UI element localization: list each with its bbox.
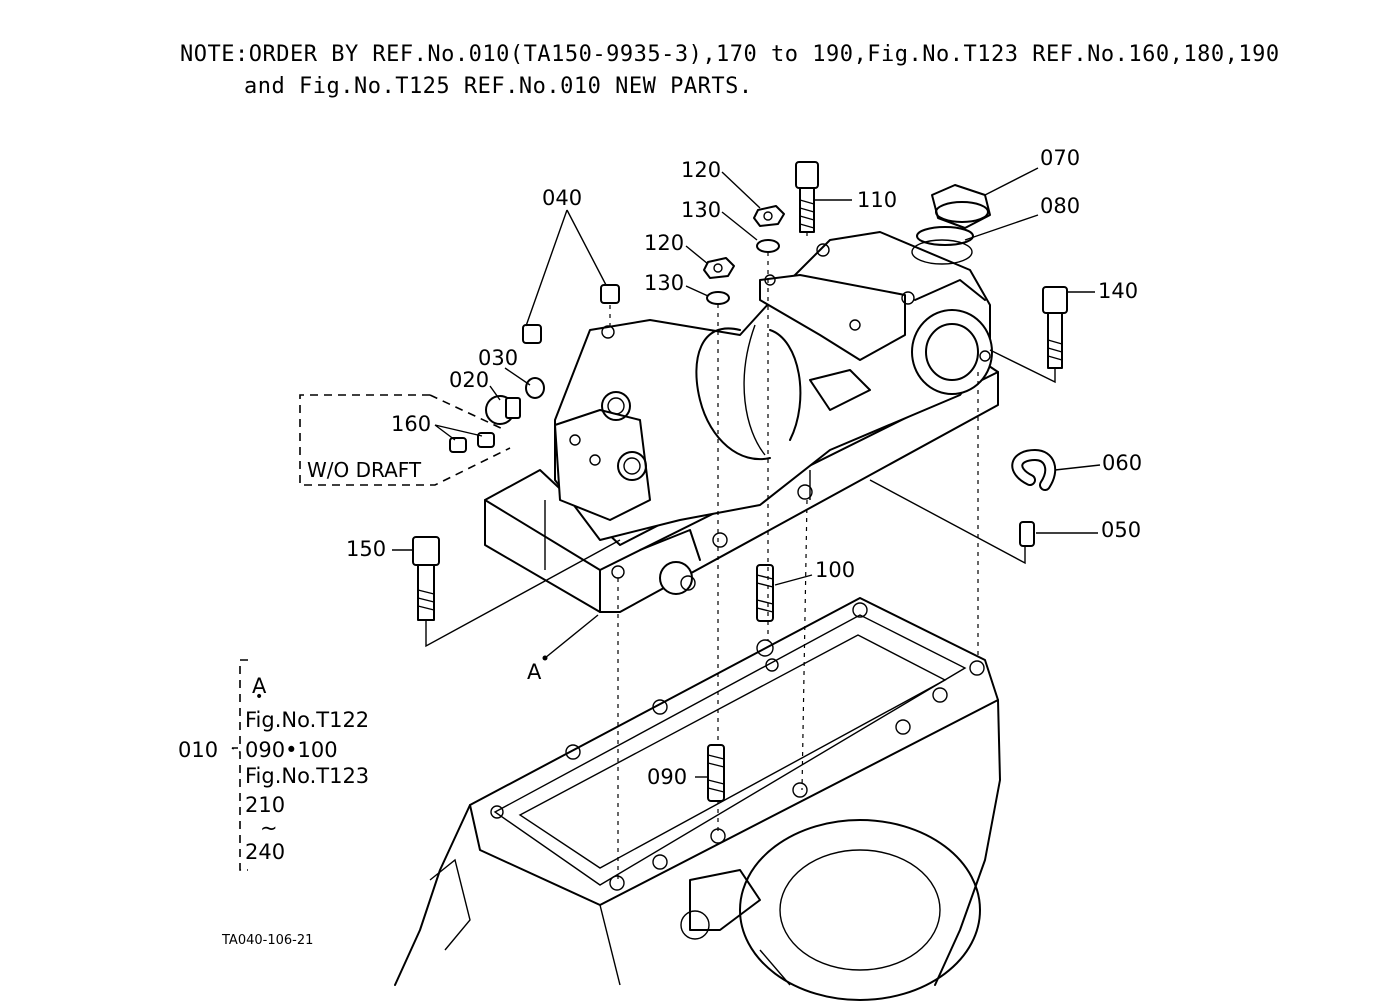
nut-120-a [753, 205, 785, 227]
plug-020 [485, 395, 521, 425]
callout-120-upper: 120 [681, 158, 722, 182]
callout-110: 110 [857, 188, 898, 212]
assembly-item: ~ [260, 816, 278, 840]
bolt-140 [1042, 286, 1068, 369]
callout-130-lower: 130 [644, 271, 685, 295]
callout-090: 090 [647, 765, 688, 789]
nut-120-b [703, 257, 735, 279]
callout-080: 080 [1040, 194, 1081, 218]
callout-100: 100 [815, 558, 856, 582]
callout-030: 030 [478, 346, 519, 370]
transmission-case [394, 597, 1001, 1001]
assembly-ref: 010 [178, 738, 219, 762]
assembly-brace [231, 659, 248, 871]
assembly-item: • [255, 689, 264, 705]
assembly-item: 210 [245, 793, 286, 817]
order-note-line-1: NOTE:ORDER BY REF.No.010(TA150-9935-3),1… [180, 42, 1280, 67]
assembly-item: 240 [245, 840, 286, 864]
callout-050: 050 [1101, 518, 1142, 542]
filler-cap-070 [931, 184, 991, 229]
washer-030 [525, 377, 545, 399]
callout-130-upper: 130 [681, 198, 722, 222]
assembly-item: 090•100 [245, 738, 338, 762]
callout-A: A [527, 660, 542, 684]
plug-040 [522, 284, 620, 344]
cylinder-case [484, 231, 999, 613]
bolt-110 [795, 161, 819, 233]
bolt-150 [412, 536, 440, 621]
callout-070: 070 [1040, 146, 1081, 170]
stud-090 [707, 744, 725, 802]
plug-160 [449, 432, 495, 453]
callout-140: 140 [1098, 279, 1139, 303]
callout-060: 060 [1102, 451, 1143, 475]
assembly-item: Fig.No.T122 [245, 708, 370, 732]
callout-040: 040 [542, 186, 583, 210]
callout-150: 150 [346, 537, 387, 561]
order-note-line-2: and Fig.No.T125 REF.No.010 NEW PARTS. [244, 74, 753, 99]
callout-020: 020 [449, 368, 490, 392]
drawing-code: TA040-106-21 [222, 933, 314, 948]
wo-draft-label: W/O DRAFT [307, 458, 422, 482]
washer-130-a [756, 239, 780, 253]
stud-100 [756, 564, 774, 622]
fitting-050 [1019, 521, 1035, 547]
assembly-item: Fig.No.T123 [245, 764, 370, 788]
callout-120-lower: 120 [644, 231, 685, 255]
callout-160: 160 [391, 412, 432, 436]
hose-060 [1013, 450, 1055, 489]
wo-draft-box [299, 394, 511, 486]
washer-130-b [706, 291, 730, 305]
o-ring-080 [916, 226, 974, 246]
assembly-item: A [252, 674, 267, 698]
